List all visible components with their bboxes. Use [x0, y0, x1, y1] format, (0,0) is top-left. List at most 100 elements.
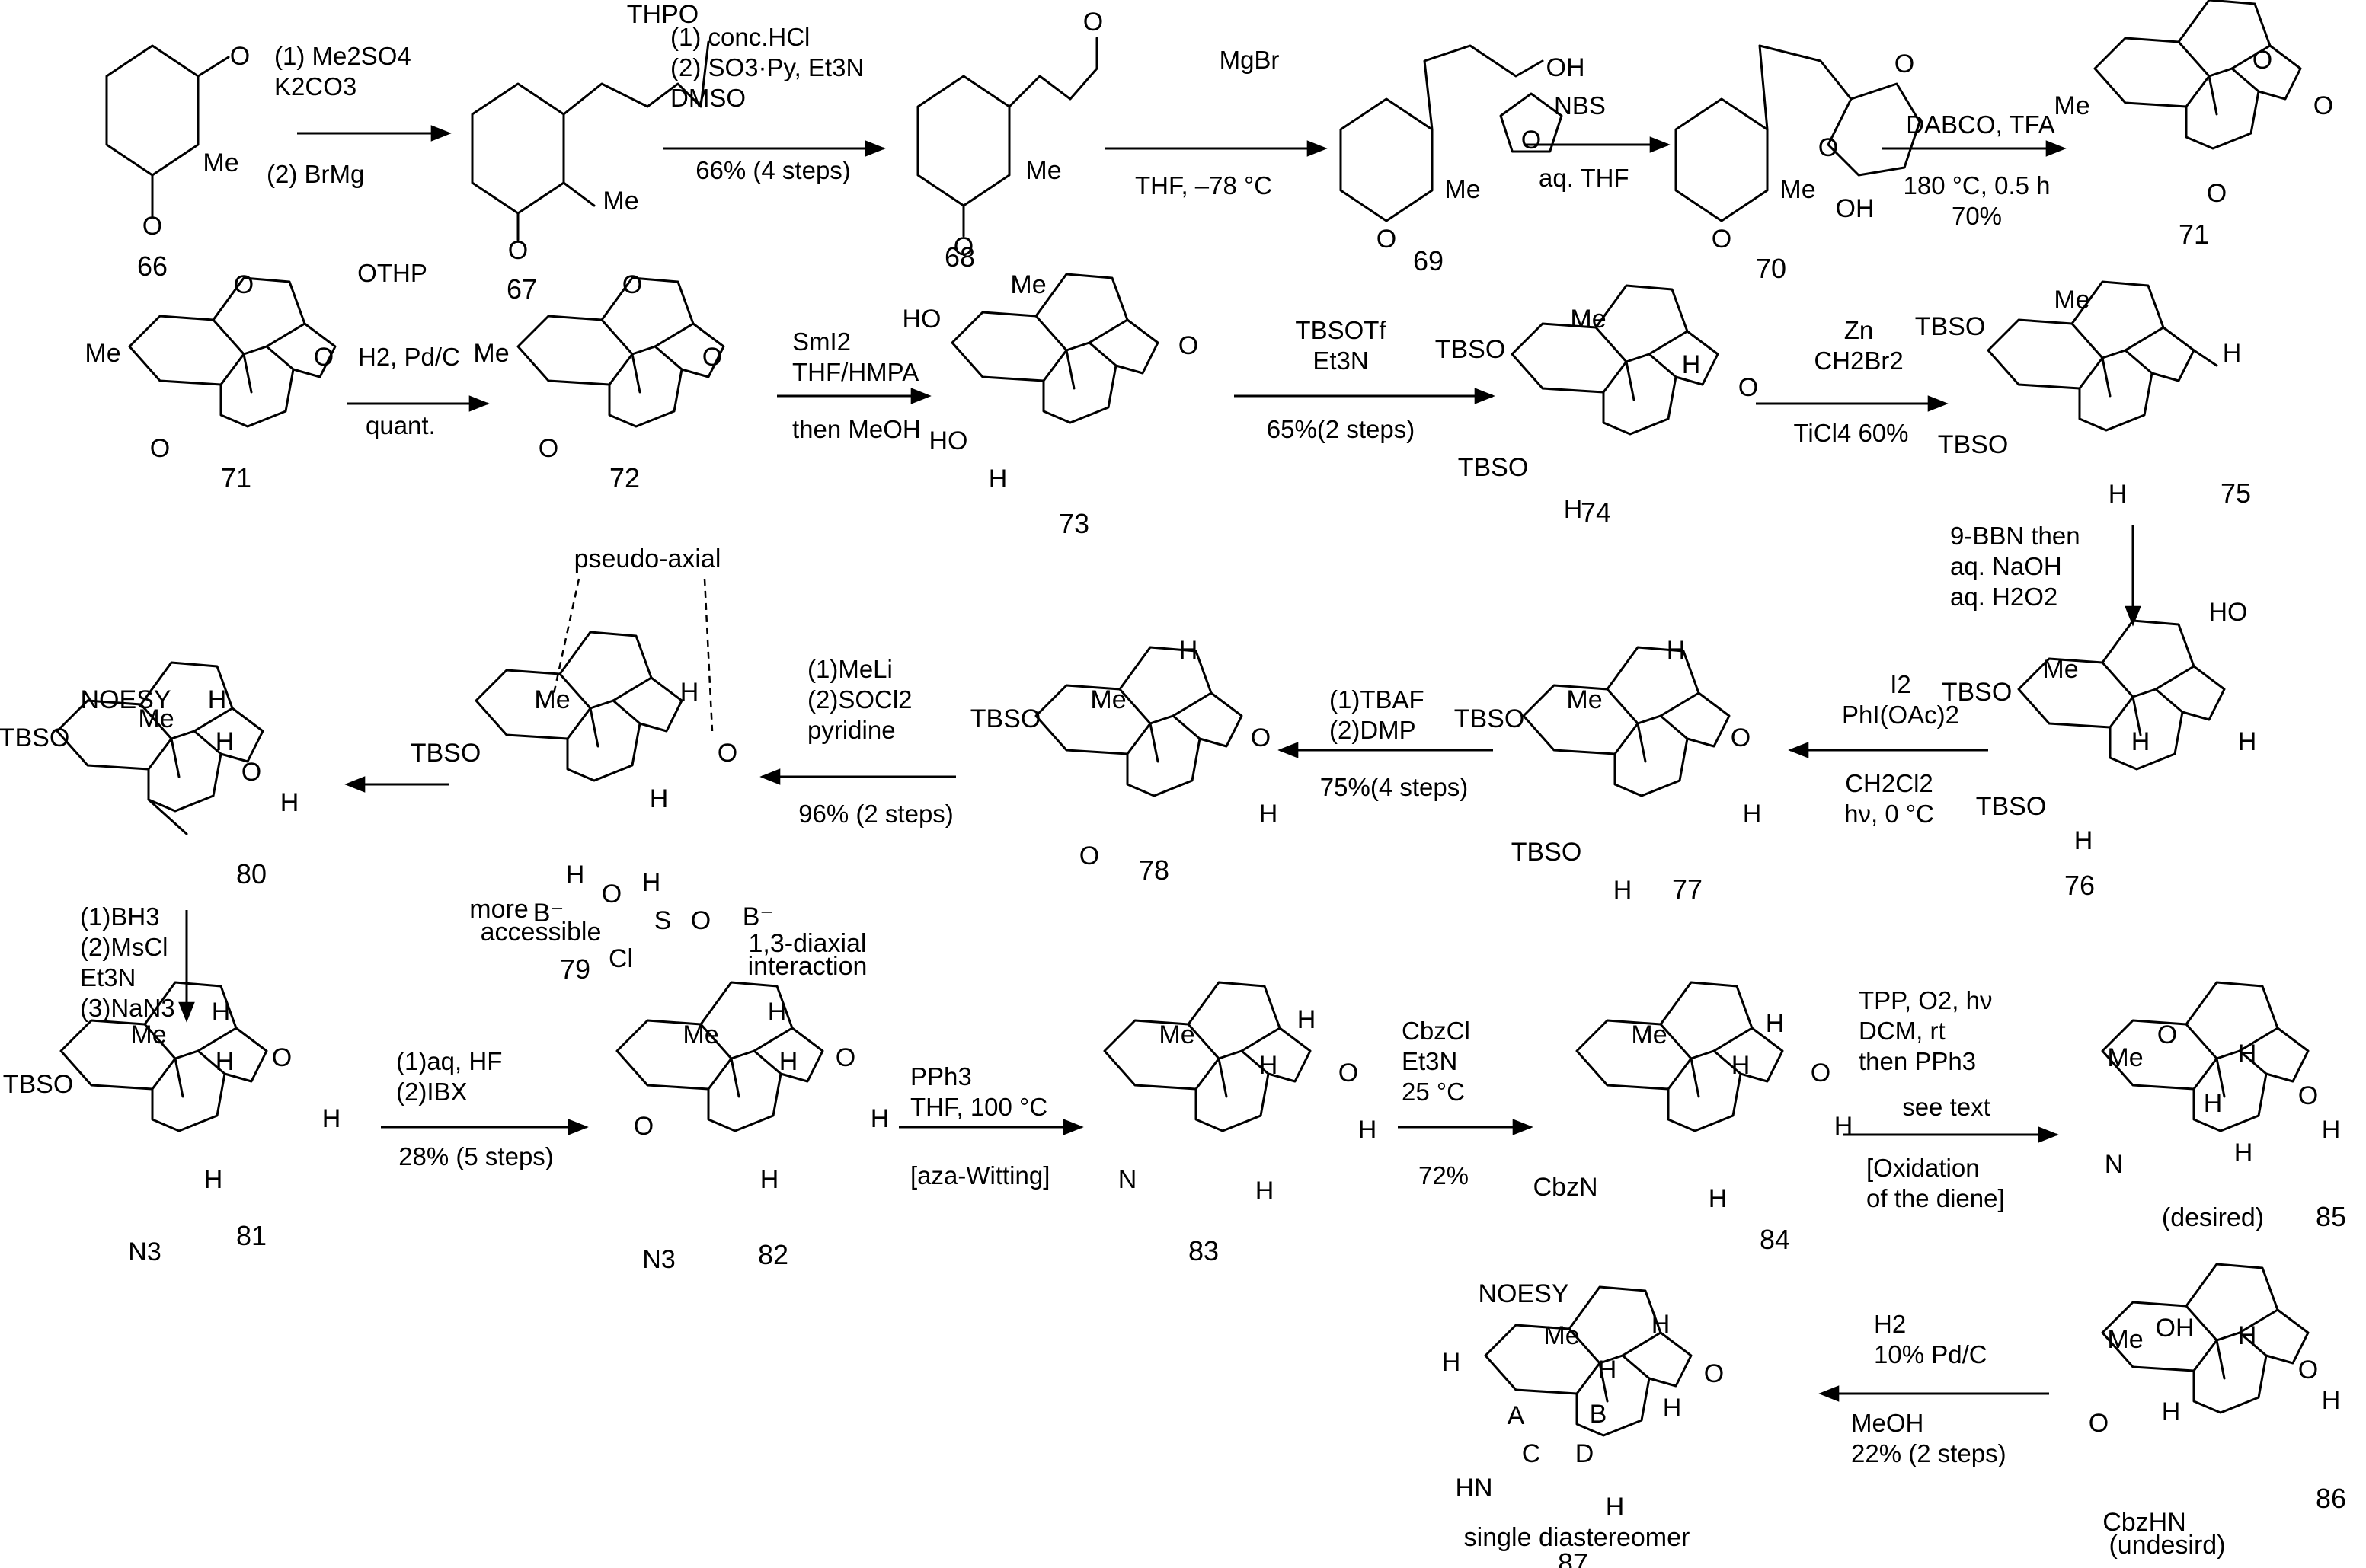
- atom-label: B⁻: [743, 902, 774, 931]
- atom-label: O: [718, 739, 737, 768]
- conditions-67-68-b: 66% (4 steps): [695, 156, 851, 184]
- reaction-condition: SmI2: [792, 327, 851, 356]
- compound-number: 71: [221, 462, 251, 493]
- bond: [1339, 97, 1434, 222]
- atom-label: H: [1259, 800, 1278, 829]
- atom-label: B: [1590, 1400, 1607, 1429]
- atom-label: H: [1259, 1051, 1278, 1080]
- bond: [680, 322, 725, 378]
- compound-number: 72: [609, 462, 640, 493]
- bond: [1613, 714, 1689, 797]
- reaction-condition: 65%(2 steps): [1267, 415, 1415, 443]
- reaction-condition: 9-BBN then: [1950, 522, 2080, 550]
- atom-label: O: [234, 270, 254, 299]
- bond: [1511, 322, 1628, 394]
- bond: [1187, 981, 1281, 1060]
- conditions-69-70: NBS: [1554, 91, 1606, 120]
- reaction-condition: 75%(4 steps): [1320, 773, 1468, 801]
- bond: [951, 311, 1068, 382]
- reaction-condition: OTHP: [357, 259, 427, 287]
- bond: [1484, 1324, 1601, 1395]
- reaction-condition: aq. NaOH: [1950, 552, 2062, 580]
- reaction-condition: (1) conc.HCl: [670, 23, 810, 51]
- reaction-condition: (2)IBX: [396, 1078, 468, 1106]
- atom-label: Me: [2054, 286, 2089, 315]
- atom-label: O: [2252, 46, 2272, 75]
- atom-label: H: [1179, 636, 1198, 665]
- bond: [516, 315, 634, 386]
- atom-label: O: [1083, 8, 1103, 37]
- conditions-71-72: H2, Pd/C: [358, 343, 460, 371]
- reaction-condition: hν, 0 °C: [1844, 800, 1934, 828]
- reaction-condition: THF/HMPA: [792, 358, 919, 386]
- reaction-condition: Et3N: [80, 963, 136, 992]
- reaction-condition: NBS: [1554, 91, 1606, 120]
- bond: [1827, 82, 1921, 177]
- compound-number: 69: [1413, 245, 1444, 276]
- bond: [147, 730, 222, 813]
- reaction-condition: (2)MsCl: [80, 933, 168, 961]
- atom-label: Me: [1025, 156, 1061, 185]
- atom-label: H: [216, 727, 235, 756]
- bond: [292, 322, 337, 378]
- bond: [562, 40, 710, 116]
- conditions-68-69-b: THF, –78 °C: [1135, 171, 1272, 200]
- reaction-condition: [aza-Witting]: [910, 1161, 1050, 1190]
- conditions-78-79-b: 96% (2 steps): [798, 800, 954, 828]
- atom-label: TBSO: [0, 723, 69, 752]
- compound-number: 79: [560, 953, 590, 985]
- atom-label: C: [1522, 1439, 1541, 1468]
- bond: [219, 707, 264, 763]
- conditions-70-71: DABCO, TFA: [1906, 110, 2055, 139]
- conditions-74-75-b: TiCl4 60%: [1794, 419, 1909, 447]
- atom-label: H: [760, 1165, 779, 1194]
- compound-number: 76: [2064, 870, 2095, 901]
- bond: [1423, 44, 1544, 131]
- conditions-72-73-b: then MeOH: [792, 415, 921, 443]
- bond: [2192, 349, 2218, 367]
- reaction-condition: 180 °C, 0.5 h: [1904, 171, 2051, 200]
- bond: [2257, 44, 2302, 101]
- compound-number: 84: [1760, 1224, 1790, 1255]
- reaction-condition: (1) Me2SO4: [274, 42, 411, 70]
- reaction-condition: then PPh3: [1859, 1047, 1976, 1075]
- reaction-condition: (2)SOCl2: [807, 685, 913, 714]
- compound-number: 66: [137, 251, 168, 282]
- atom-label: O: [230, 42, 250, 71]
- conditions-81-82: (1)aq, HF(2)IBX: [396, 1047, 502, 1106]
- atom-label: O: [954, 232, 974, 261]
- atom-label: H: [1834, 1112, 1853, 1141]
- bond: [1568, 1285, 1662, 1365]
- atom-label: H: [1663, 1394, 1682, 1423]
- atom-label: O: [622, 270, 642, 299]
- reaction-condition: H2, Pd/C: [358, 343, 460, 371]
- reaction-condition: 10% Pd/C: [1874, 1340, 1987, 1368]
- atom-label: OH: [1836, 194, 1875, 223]
- atom-label: O: [2089, 1409, 2109, 1438]
- bond: [223, 1027, 268, 1083]
- atom-label: Me: [683, 1020, 718, 1049]
- compound-number: 80: [236, 858, 267, 889]
- conditions-70-71-b: 180 °C, 0.5 h70%: [1904, 171, 2051, 230]
- compound-number: 81: [236, 1220, 267, 1251]
- bond: [558, 631, 653, 710]
- conditions-77-78: (1)TBAF(2)DMP: [1329, 685, 1424, 744]
- bond: [1198, 691, 1243, 748]
- label-single-diastereomer: single diastereomer: [1464, 1523, 1690, 1552]
- reaction-condition: DABCO, TFA: [1906, 110, 2055, 139]
- reaction-condition: then MeOH: [792, 415, 921, 443]
- bond: [1636, 722, 1647, 763]
- atom-label: more: [469, 895, 528, 924]
- compound-number: 77: [1672, 873, 1703, 905]
- bond: [1625, 360, 1635, 401]
- bond: [638, 676, 683, 733]
- bond: [1118, 646, 1213, 725]
- atom-label: H: [2204, 1089, 2223, 1118]
- reaction-condition: DMSO: [670, 84, 746, 112]
